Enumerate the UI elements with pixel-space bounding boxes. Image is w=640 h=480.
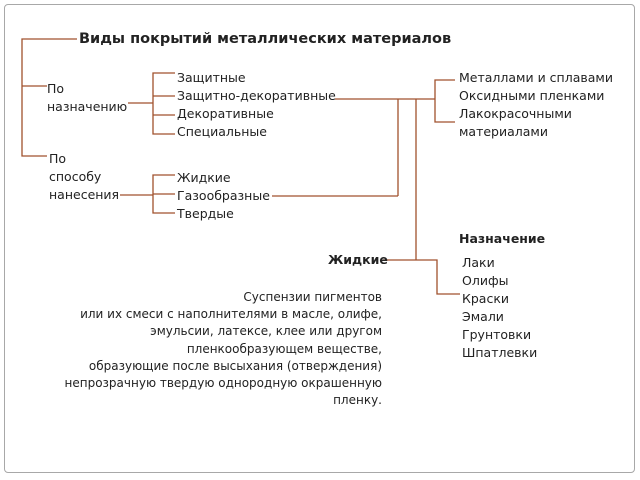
- liquid-description-line7: пленку.: [333, 393, 382, 408]
- diagram-title: Виды покрытий металлических материалов: [79, 31, 452, 47]
- liquid-description-line3: эмульсии, латексе, клее или другом: [150, 324, 382, 339]
- connector-title: [21, 38, 77, 157]
- group-by-purpose-line2: назначению: [47, 99, 128, 114]
- group-by-purpose: По назначению: [47, 80, 127, 116]
- purpose-heading: Назначение: [459, 231, 546, 246]
- purpose-item-protective: Защитные: [177, 70, 246, 85]
- coating-paint-line1: Лакокрасочными: [459, 106, 572, 121]
- purpose-list-enamels: Эмали: [462, 309, 504, 324]
- group-by-method-line1: По: [49, 151, 67, 166]
- connector-purpose-bracket: [152, 72, 175, 135]
- liquid-description-line5: образующие после высыхания (отверждения): [88, 358, 382, 373]
- connector-coatings-bracket: [434, 79, 455, 123]
- purpose-item-special: Специальные: [177, 124, 267, 139]
- coating-paint-line2: материалами: [459, 124, 548, 139]
- coating-metals-alloys: Металлами и сплавами: [459, 70, 613, 85]
- purpose-list-paints: Краски: [462, 291, 510, 306]
- group-by-method-line2: способу: [49, 169, 102, 184]
- liquid-description-line2: или их смеси с наполнителями в масле, ол…: [80, 307, 382, 322]
- group-by-method: По способу нанесения: [49, 150, 119, 204]
- group-by-method-line3: нанесения: [49, 187, 120, 202]
- slide-frame: [4, 4, 635, 473]
- liquid-description: Суспензии пигментов или их смеси с напол…: [65, 289, 382, 409]
- coating-types: Металлами и сплавами Оксидными пленками …: [459, 69, 613, 141]
- purpose-item-decorative: Декоративные: [177, 106, 274, 121]
- method-item-liquid: Жидкие: [177, 170, 231, 185]
- liquid-description-line1: Суспензии пигментов: [243, 290, 382, 304]
- liquid-heading: Жидкие: [328, 252, 388, 267]
- purpose-list-putties: Шпатлевки: [462, 345, 538, 360]
- coating-oxide-films: Оксидными пленками: [459, 88, 605, 103]
- liquid-description-line6: непрозрачную твердую однородную окрашенн…: [64, 376, 382, 391]
- method-item-gaseous: Газообразные: [177, 188, 270, 203]
- purpose-list-varnishes: Лаки: [462, 255, 495, 270]
- group-by-purpose-line1: По: [47, 81, 65, 96]
- purpose-list: Лаки Олифы Краски Эмали Грунтовки Шпатле…: [462, 254, 537, 362]
- liquid-description-line4: пленкообразующем веществе,: [186, 341, 382, 356]
- method-item-solid: Твердые: [177, 206, 234, 221]
- purpose-item-protective-decorative: Защитно-декоративные: [177, 88, 336, 103]
- purpose-items: Защитные Защитно-декоративные Декоративн…: [177, 69, 336, 141]
- method-items: Жидкие Газообразные Твердые: [177, 169, 270, 223]
- purpose-list-primers: Грунтовки: [462, 327, 532, 342]
- connector-purpose-list: [416, 259, 460, 295]
- purpose-list-drying-oils: Олифы: [462, 273, 509, 288]
